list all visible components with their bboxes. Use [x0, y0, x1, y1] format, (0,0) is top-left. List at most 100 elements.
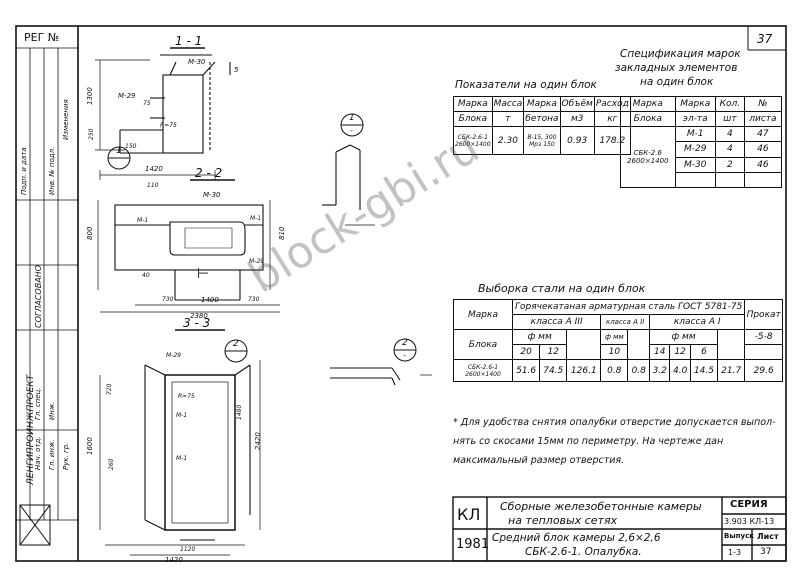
steel-a1-total	[717, 329, 746, 360]
drawing-note: * Для удобства снятия опалубки отверстие…	[453, 417, 776, 466]
emb-r3-qty: 2	[714, 156, 745, 173]
emb-r4-sheet	[743, 171, 783, 189]
section-1-1-drawing	[95, 47, 231, 180]
steel-dia-a1: ф мм	[649, 329, 719, 345]
steel-d10: 10	[600, 344, 629, 360]
label-m29-top: М-29	[118, 92, 136, 100]
page-number: 37	[757, 32, 773, 46]
ind-h-mass: Масса	[491, 96, 525, 112]
callout-2-detail-sub: -	[403, 351, 406, 360]
label-m29-mid: М-29	[249, 258, 264, 265]
detail-2-profile	[330, 367, 432, 386]
emb-u-element: эл-та	[674, 111, 716, 127]
embedded-title-3: на один блок	[640, 76, 714, 88]
steel-prokat-header: Прокат	[744, 299, 783, 330]
emb-u-pcs: шт	[714, 111, 745, 127]
label-800: 800	[86, 226, 94, 240]
sheet-value: 37	[760, 547, 772, 557]
label-2420: 2420	[254, 432, 262, 450]
steel-v10: 29.6	[744, 359, 783, 382]
issue-value: 1-3	[728, 548, 742, 557]
label-m1-mid1: М-1	[137, 217, 149, 224]
change-note-3: Изменения	[62, 99, 70, 140]
steel-v3: 126.1	[566, 359, 602, 382]
label-1120: 1120	[180, 546, 196, 553]
label-r75-top: R=75	[160, 122, 177, 129]
emb-r4-qty	[714, 171, 745, 189]
steel-v9: 21.7	[717, 359, 746, 382]
ind-row-volume: 0.93	[559, 126, 595, 155]
steel-a3-header: класса А III	[511, 314, 602, 330]
steel-d14: 14	[649, 344, 671, 360]
ind-u-concrete: бетона	[523, 111, 561, 127]
steel-d6: 6	[689, 344, 719, 360]
emb-h-block: Марка	[620, 96, 676, 112]
titleblock-subject-2: СБК-2.6-1. Опалубка.	[525, 546, 642, 558]
label-1300: 1300	[86, 87, 94, 105]
callout-2-detail-label: 2	[402, 338, 408, 348]
label-730-right: 730	[248, 296, 260, 303]
steel-prokat-dia: -5-8	[744, 329, 783, 345]
titleblock-code: КЛ	[457, 505, 481, 524]
ind-h-volume: Объём	[559, 96, 595, 112]
titleblock-title-1: Сборные железобетонные камеры	[500, 500, 702, 513]
steel-a2-total	[627, 329, 651, 360]
ind-u-m3: м3	[559, 111, 595, 127]
steel-a1-header: класса А I	[649, 314, 746, 330]
titleblock-title-2: на тепловых сетях	[508, 514, 618, 527]
agreed-label: СОГЛАСОВАНО	[34, 265, 43, 328]
label-1420-top: 1420	[145, 165, 163, 173]
label-1420-bottom: 1420	[165, 556, 183, 564]
callout-1-detail-sub: -	[350, 126, 353, 135]
emb-r2-sheet: 46	[743, 141, 783, 158]
label-720: 720	[106, 383, 113, 395]
emb-u-sheet: листа	[743, 111, 783, 127]
series-label: СЕРИЯ	[730, 499, 768, 510]
change-note-1: Подп. и дата	[20, 147, 28, 195]
label-1480: 1480	[236, 404, 243, 420]
series-value: 3.903 КЛ-13	[724, 517, 775, 526]
signature-3: Рук. гр.	[62, 442, 70, 470]
sheet-label: Лист	[757, 532, 779, 541]
label-5: 5	[234, 66, 239, 74]
titleblock-year: 1981	[456, 537, 490, 552]
callout-2-label: 2	[233, 339, 239, 349]
emb-r1-qty: 4	[714, 125, 745, 143]
emb-h-element: Марка	[674, 96, 716, 112]
label-730-left: 730	[162, 296, 174, 303]
registry-label: РЕГ №	[24, 31, 60, 44]
steel-block-label: Блока	[453, 329, 513, 360]
section-3-3-title: 3 - 3	[183, 316, 211, 330]
emb-r3-mark: М-30	[674, 156, 716, 173]
emb-u-block: Блока	[620, 111, 676, 127]
ind-u-t: т	[491, 111, 525, 127]
steel-d20: 20	[511, 344, 541, 360]
indicators-title: Показатели на один блок	[455, 79, 597, 91]
titleblock-frame	[452, 496, 787, 562]
steel-main-header: Горячекатаная арматурная сталь ГОСТ 5781…	[511, 299, 746, 315]
steel-v5: 0.8	[627, 359, 651, 382]
label-2380: 2380	[190, 312, 208, 320]
section-2-2-title: 2 - 2	[195, 166, 223, 180]
callout-1-detail-label: 1	[349, 113, 355, 123]
label-m29-bottom: М-29	[166, 352, 181, 359]
section-3-3-drawing	[99, 329, 261, 556]
embedded-title-2: закладных элементов	[615, 62, 738, 74]
issue-label: Выпуск	[724, 532, 754, 540]
label-150: 150	[125, 143, 137, 150]
label-250: 250	[88, 128, 95, 140]
signature-4: Гл. спец.	[34, 387, 42, 420]
label-m1-bottom2: М-1	[176, 455, 188, 462]
steel-v6: 3.2	[649, 359, 671, 382]
outer-frame	[15, 25, 787, 562]
section-1-1-title: 1 - 1	[175, 34, 203, 48]
callout-1-label: 1	[116, 146, 122, 156]
steel-prokat-blank	[744, 344, 783, 360]
hatch-symbol: ⊢	[197, 266, 209, 282]
steel-v7: 4.0	[669, 359, 691, 382]
ind-row-mass: 2.30	[491, 126, 525, 155]
